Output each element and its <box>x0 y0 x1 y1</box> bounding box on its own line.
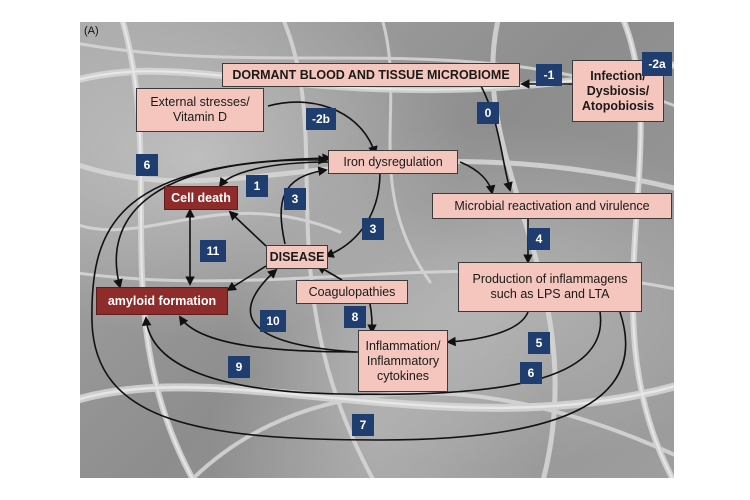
arrow-iron-to-microbial <box>459 161 496 195</box>
arrow-external-to-iron <box>267 101 378 156</box>
arrow-layer <box>91 79 627 441</box>
node-iron-dysregulation: Iron dysregulation <box>328 150 458 174</box>
badge-0: 0 <box>477 102 499 124</box>
arrow-disease-to-amyloid <box>226 265 267 292</box>
badge-7: 7 <box>352 414 374 436</box>
node-inflammation: Inflammation/ Inflammatory cytokines <box>358 330 448 392</box>
arrow-disease-to-celldeath <box>228 210 267 247</box>
badge-minus-1: -1 <box>536 64 562 86</box>
badge-minus-2a: -2a <box>642 52 672 76</box>
badge-4: 4 <box>528 228 550 250</box>
node-amyloid-formation: amyloid formation <box>96 287 228 315</box>
node-microbial-reactivation: Microbial reactivation and virulence <box>432 193 672 219</box>
arrow-iron-to-disease <box>324 171 381 258</box>
arrow-inflammation-to-amyloid <box>178 315 359 353</box>
node-dormant-microbiome: DORMANT BLOOD AND TISSUE MICROBIOME <box>222 63 520 87</box>
badge-11: 11 <box>200 240 226 262</box>
arrow-inflammation-to-disease <box>249 268 356 353</box>
badge-5: 5 <box>528 332 550 354</box>
panel-label: (A) <box>84 25 99 37</box>
badge-10: 10 <box>260 310 286 332</box>
diagram-figure: (A) DORMANT BLOOD AND TISSUE MICROBIOME … <box>80 22 674 478</box>
badge-9: 9 <box>228 356 250 378</box>
badge-minus-2b: -2b <box>306 108 336 130</box>
badge-6-bottom: 6 <box>520 362 542 384</box>
node-coagulopathies: Coagulopathies <box>296 280 408 304</box>
arrow-inflammagens-to-amyloid <box>141 311 602 396</box>
badge-3-right: 3 <box>362 218 384 240</box>
badge-3-left: 3 <box>284 188 306 210</box>
arrow-inflammagens-to-inflammation <box>446 311 529 347</box>
badge-1: 1 <box>246 175 268 197</box>
arrow-coag-to-inflammation <box>367 303 377 334</box>
node-disease: DISEASE <box>266 245 328 269</box>
badge-6-top: 6 <box>136 154 158 176</box>
arrow-inflammagens-to-iron <box>91 153 627 441</box>
node-external-stresses: External stresses/ Vitamin D <box>136 88 264 132</box>
node-cell-death: Cell death <box>164 186 238 210</box>
arrow-dormant-to-microbial <box>479 83 513 192</box>
node-inflammagens: Production of inflammagens such as LPS a… <box>458 262 642 312</box>
badge-8: 8 <box>344 306 366 328</box>
